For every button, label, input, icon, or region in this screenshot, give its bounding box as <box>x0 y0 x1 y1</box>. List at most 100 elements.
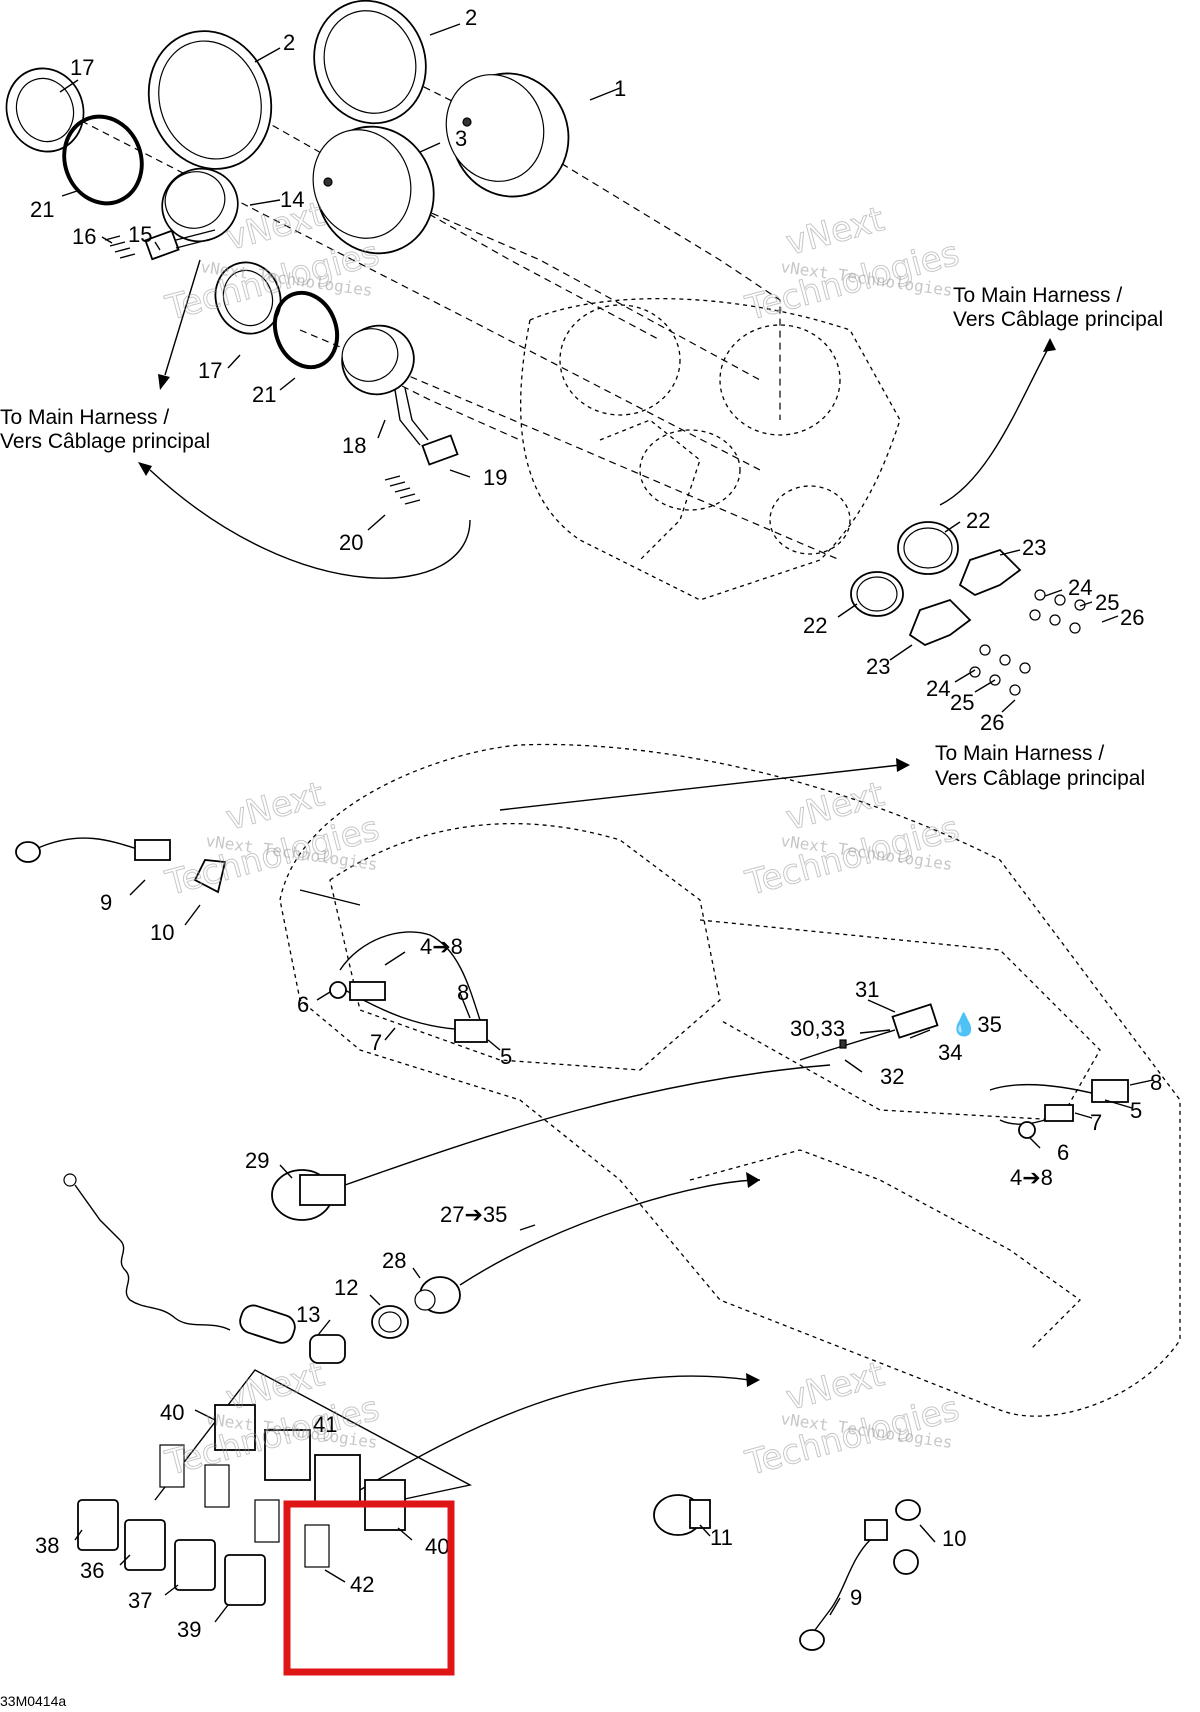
callout-6: 6 <box>297 992 309 1017</box>
callout-17: 17 <box>198 358 222 383</box>
cap-10-right <box>893 1499 921 1575</box>
callout-22: 22 <box>803 613 827 638</box>
harness-label-mid-right-2: Vers Câblage principal <box>935 767 1145 790</box>
socket-9-right <box>799 1519 888 1651</box>
housing-41 <box>264 1429 311 1481</box>
switch-36 <box>124 1519 166 1571</box>
gauge-18 <box>341 324 429 446</box>
harness-4to8-left <box>329 931 488 1043</box>
callout-25: 25 <box>950 690 974 715</box>
callout-5: 5 <box>1130 1098 1142 1123</box>
oring-21-top <box>62 114 144 206</box>
harness-label-top-right-2: Vers Câblage principal <box>953 308 1163 331</box>
cap-10-left <box>193 859 227 894</box>
callout-27to35: 27➔35 <box>440 1202 507 1227</box>
watermark-group: vNext vNext Technologies Technologies vN… <box>161 194 964 1485</box>
watermark-text: vNext <box>782 774 888 838</box>
callout-21: 21 <box>30 197 54 222</box>
callout-14: 14 <box>280 187 304 212</box>
harness-label-mid-right-1: To Main Harness / <box>935 742 1104 765</box>
watermark-text: vNext <box>782 1354 888 1418</box>
hardware-24-25-26 <box>969 589 1086 696</box>
callout-12: 12 <box>334 1275 358 1300</box>
button-11 <box>653 1494 711 1536</box>
gauge-3 <box>312 125 435 255</box>
callout-26: 26 <box>980 710 1004 735</box>
callout-13: 13 <box>296 1302 320 1327</box>
switch-39 <box>224 1554 266 1606</box>
callout-17: 17 <box>70 55 94 80</box>
callout-38: 38 <box>35 1533 59 1558</box>
connector-15 <box>144 229 216 261</box>
callout-16: 16 <box>72 224 96 249</box>
watermark-text: vNext <box>782 199 888 263</box>
harness-label-top-left-2: Vers Câblage principal <box>0 430 210 453</box>
callout-9: 9 <box>100 890 112 915</box>
callout-10: 10 <box>942 1526 966 1551</box>
callout-34: 34 <box>938 1040 962 1065</box>
connector-19 <box>421 434 459 466</box>
callout-41: 41 <box>313 1412 337 1437</box>
callout-4to8: 4➔8 <box>1010 1165 1053 1190</box>
oring-21-mid <box>272 290 340 370</box>
console-group <box>15 743 1181 1651</box>
callout-24: 24 <box>926 676 950 701</box>
callout-26: 26 <box>1120 605 1144 630</box>
pins-20 <box>384 475 421 505</box>
bezel-2-right <box>313 0 427 125</box>
callout-6: 6 <box>1057 1140 1069 1165</box>
callout-25: 25 <box>1095 590 1119 615</box>
callout-2: 2 <box>465 5 477 30</box>
bezel-2-left <box>147 30 273 170</box>
callout-4to8: 4➔8 <box>420 934 463 959</box>
callout-28: 28 <box>382 1248 406 1273</box>
callout-23: 23 <box>1022 535 1046 560</box>
harness-label-top-left-1: To Main Harness / <box>0 406 169 429</box>
callout-37: 37 <box>128 1588 152 1613</box>
callout-42: 42 <box>350 1572 374 1597</box>
switch-37 <box>174 1539 216 1591</box>
callout-11: 11 <box>710 1525 733 1550</box>
harness-4to8-right <box>989 1079 1129 1139</box>
highlight-box <box>283 1500 455 1676</box>
socket-9-left <box>15 837 171 863</box>
callout-7: 7 <box>370 1030 382 1055</box>
callout-40: 40 <box>425 1534 449 1559</box>
callout-3: 3 <box>455 126 467 151</box>
housing-40-left <box>214 1404 256 1451</box>
callout-21: 21 <box>252 382 276 407</box>
callout-39: 39 <box>177 1617 201 1642</box>
bracket-23-upper <box>958 548 1022 597</box>
callout-35: 💧35 <box>950 1012 1002 1037</box>
callout-18: 18 <box>342 433 366 458</box>
callout-24: 24 <box>1068 575 1092 600</box>
callout-23: 23 <box>866 654 890 679</box>
lanyard-13 <box>63 1173 346 1364</box>
callout-2: 2 <box>283 30 295 55</box>
figure-reference: 33M0414a <box>0 1693 66 1709</box>
switch-38 <box>77 1499 119 1551</box>
plug-28 <box>414 1172 761 1314</box>
keyswitch-29 <box>271 1064 831 1221</box>
callout-15: 15 <box>128 222 152 247</box>
callout-36: 36 <box>80 1558 104 1583</box>
gauge-14 <box>161 167 239 243</box>
callout-29: 29 <box>245 1148 269 1173</box>
callout-19: 19 <box>483 465 507 490</box>
callout-20: 20 <box>339 530 363 555</box>
callout-8: 8 <box>457 980 469 1005</box>
callout-5: 5 <box>500 1044 512 1069</box>
instrument-housing <box>519 297 901 601</box>
switch-panel-group <box>77 1369 760 1606</box>
callout-8: 8 <box>1150 1070 1162 1095</box>
connector-31-34 <box>799 1003 939 1061</box>
bracket-23-lower <box>908 598 972 647</box>
callout-40: 40 <box>160 1400 184 1425</box>
nut-12 <box>371 1305 409 1339</box>
callout-32: 32 <box>880 1064 904 1089</box>
callout-9: 9 <box>850 1585 862 1610</box>
callout-10: 10 <box>150 920 174 945</box>
callout-31: 31 <box>855 977 879 1002</box>
pins-16 <box>104 235 136 259</box>
